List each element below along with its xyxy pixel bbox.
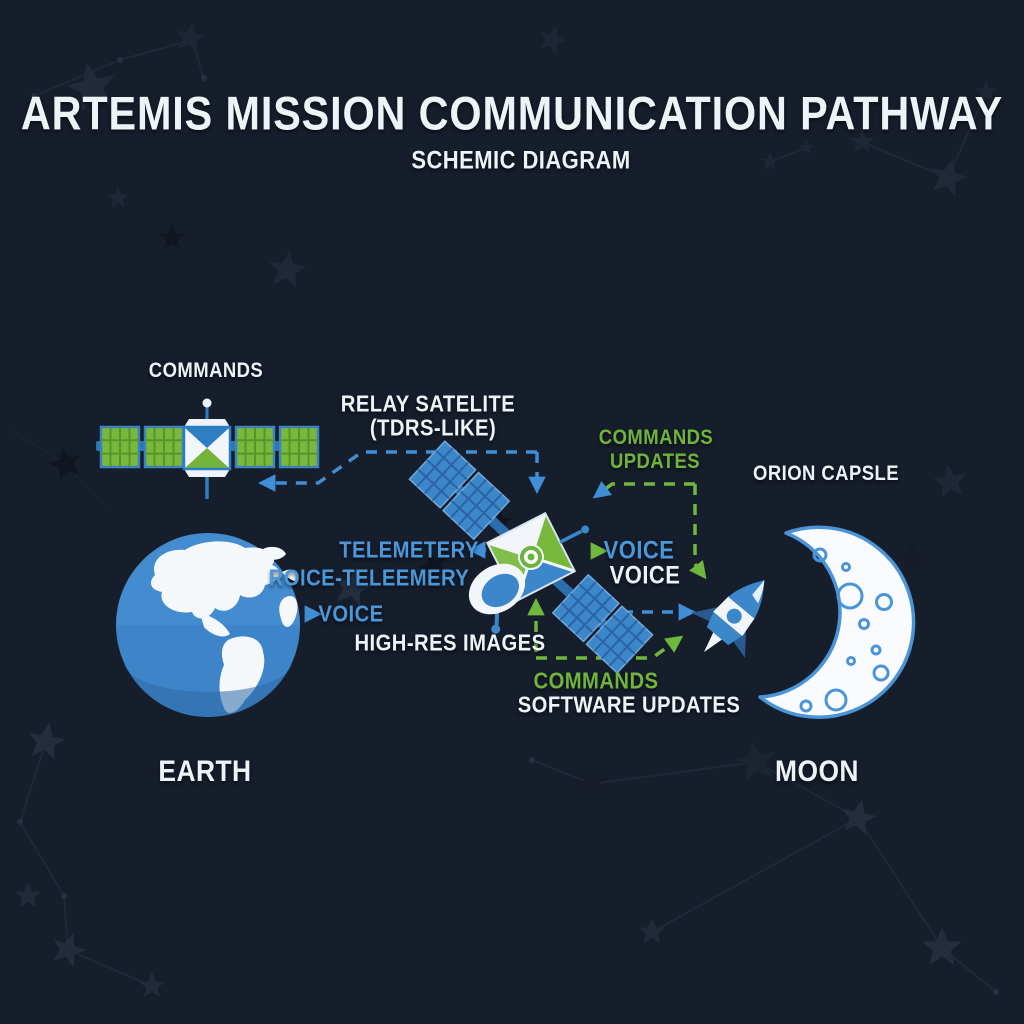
earth-icon (116, 533, 300, 717)
relay-satellite-label-line1: RELAY SATELITE (340, 390, 516, 417)
page-title: ARTEMIS MISSION COMMUNICATION PATHWAY (20, 86, 1004, 140)
earth-label: EARTH (158, 755, 252, 788)
moon-icon (758, 525, 916, 719)
commands-updates-label-line2: UPDATES (609, 450, 701, 473)
orion-rocket-icon (691, 580, 765, 658)
commands-uplink-label: COMMANDS (148, 359, 264, 382)
satellite-body (182, 425, 232, 471)
moon-craters (799, 547, 893, 713)
solar-panels-green (99, 425, 320, 469)
voice-relay-label: VOICE (603, 536, 675, 565)
moon-label: MOON (775, 755, 859, 788)
commands-updates-label-line1: COMMANDS (598, 426, 714, 449)
commands-updates-to-relay-arrow (592, 480, 695, 499)
voice-to-earth-label: VOICE (318, 600, 384, 627)
page-subtitle: SCHEMIC DIAGRAM (411, 146, 631, 175)
commands-to-orion-label: COMMANDS (533, 667, 659, 694)
software-updates-label: SOFTWARE UPDATES (517, 691, 741, 718)
orion-capsule-label: ORION CAPSLE (753, 462, 899, 485)
solar-panels-blue (408, 440, 654, 674)
telemetry-label: TELEMETERY (339, 536, 479, 563)
commands-updates-to-orion-arrow (688, 484, 707, 580)
constellation-dots (17, 57, 999, 995)
voice-orion-label: VOICE (609, 561, 681, 590)
relay-satellite-label-line2: (TDRS-LIKE) (369, 414, 497, 441)
relay-satellite-icon (408, 440, 654, 674)
voice-telemetry-label: ROICE-TELEEMERY (268, 564, 470, 591)
command-satellite-icon (96, 398, 320, 499)
high-res-images-label: HIGH-RES IMAGES (354, 629, 546, 656)
dish-antenna-icon (468, 563, 526, 634)
